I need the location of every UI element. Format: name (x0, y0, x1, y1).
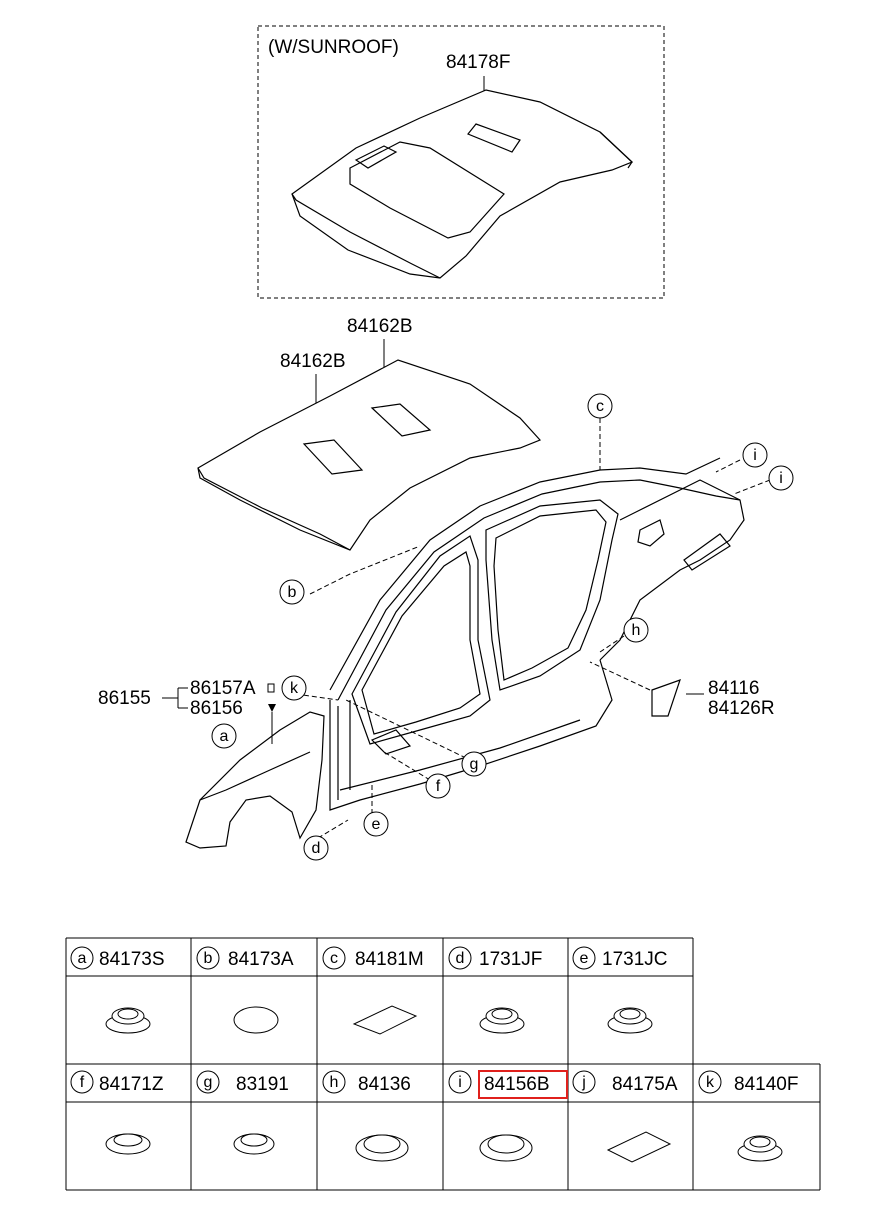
part-label-84162B-top[interactable]: 84162B (347, 316, 413, 337)
svg-text:83191: 83191 (236, 1074, 289, 1095)
svg-text:84156B: 84156B (484, 1074, 550, 1095)
square-patch-icon (352, 1005, 418, 1035)
svg-text:d: d (456, 950, 465, 967)
svg-text:b: b (204, 950, 213, 967)
roof-headliner-drawing (197, 359, 542, 551)
svg-text:1731JC: 1731JC (602, 949, 668, 970)
svg-text:i: i (779, 470, 783, 487)
callout-g[interactable]: g (461, 751, 487, 777)
grommet-icon (233, 1133, 275, 1155)
callout-e[interactable]: e (363, 811, 389, 837)
callout-i-lower[interactable]: i (768, 465, 794, 491)
svg-text:e: e (580, 950, 589, 967)
callout-leaders (295, 418, 771, 839)
svg-text:j: j (581, 1074, 586, 1091)
svg-text:84171Z: 84171Z (99, 1074, 164, 1095)
table-cell-i[interactable]: i 84156B (448, 1070, 568, 1099)
svg-text:h: h (632, 622, 641, 639)
body-side-drawing (185, 457, 745, 849)
square-patch-icon (606, 1131, 672, 1163)
svg-text:k: k (290, 680, 299, 697)
part-label-86157A[interactable]: 86157A (190, 678, 256, 699)
svg-text:84181M: 84181M (355, 949, 424, 970)
part-label-84178F[interactable]: 84178F (446, 52, 510, 73)
svg-text:g: g (470, 756, 479, 773)
callout-b[interactable]: b (279, 579, 305, 605)
table-row-drawings-1 (105, 1005, 653, 1035)
svg-text:f: f (80, 1074, 85, 1091)
table-grid-row2 (66, 1064, 821, 1191)
group-bracket (162, 687, 188, 709)
svg-text:84173S: 84173S (99, 949, 165, 970)
svg-text:84140F: 84140F (734, 1074, 798, 1095)
table-row-drawings-2 (105, 1131, 783, 1163)
grommet-icon (355, 1134, 409, 1162)
callout-i-upper[interactable]: i (742, 442, 768, 468)
grommet-icon (479, 1134, 533, 1162)
part-label-84116[interactable]: 84116 (708, 678, 759, 699)
svg-text:i: i (753, 447, 757, 464)
table-cell-e[interactable]: e 1731JC (572, 946, 668, 970)
svg-text:g: g (204, 1074, 213, 1091)
svg-text:a: a (78, 950, 87, 967)
svg-text:e: e (372, 816, 381, 833)
grommet-icon (105, 1133, 151, 1155)
grommet-icon (479, 1007, 525, 1034)
table-cell-d[interactable]: d 1731JF (448, 946, 542, 970)
svg-text:k: k (706, 1074, 715, 1091)
oval-patch-icon (233, 1006, 279, 1034)
table-row: f 84171Z g 83191 h 84136 i 84156B j 8417… (70, 1070, 798, 1099)
parts-table (65, 937, 821, 1191)
svg-text:1731JF: 1731JF (479, 949, 542, 970)
svg-text:d: d (312, 840, 321, 857)
grommet-icon (607, 1007, 653, 1034)
sunroof-section: (W/SUNROOF) 84178F (257, 25, 665, 299)
callout-d[interactable]: d (303, 835, 329, 861)
part-label-86156[interactable]: 86156 (190, 698, 243, 719)
table-cell-h[interactable]: h 84136 (322, 1070, 411, 1095)
table-cell-j[interactable]: j 84175A (572, 1070, 678, 1095)
sunroof-dashed-box (257, 25, 665, 299)
svg-text:84175A: 84175A (612, 1074, 678, 1095)
svg-text:a: a (220, 728, 229, 745)
callout-c[interactable]: c (587, 393, 613, 419)
table-cell-f[interactable]: f 84171Z (70, 1070, 164, 1095)
svg-text:c: c (330, 950, 338, 967)
table-cell-c[interactable]: c 84181M (322, 946, 424, 970)
roof-headliner-section: 84162B 84162B (197, 316, 542, 551)
table-row: a 84173S b 84173A c 84181M d 1731JF e 17… (70, 946, 668, 970)
svg-text:84136: 84136 (358, 1074, 411, 1095)
svg-text:b: b (288, 584, 297, 601)
callout-f[interactable]: f (425, 773, 451, 799)
grommet-icon (105, 1007, 151, 1034)
table-cell-g[interactable]: g 83191 (196, 1070, 289, 1095)
part-label-86155[interactable]: 86155 (98, 688, 151, 709)
svg-text:c: c (596, 398, 604, 415)
part-label-84126R[interactable]: 84126R (708, 698, 775, 719)
callout-h[interactable]: h (623, 617, 649, 643)
svg-text:h: h (330, 1074, 339, 1091)
table-grid-row1 (65, 937, 820, 1190)
callout-k[interactable]: k (281, 675, 307, 701)
svg-text:f: f (436, 778, 441, 795)
svg-text:84173A: 84173A (228, 949, 294, 970)
part-label-84162B-left[interactable]: 84162B (280, 351, 346, 372)
sunroof-title: (W/SUNROOF) (268, 37, 399, 58)
grommet-icon (737, 1135, 783, 1162)
highlight-box (478, 1070, 568, 1099)
fender-group-labels: 86155 86157A 86156 (98, 678, 276, 744)
table-cell-b[interactable]: b 84173A (196, 946, 294, 970)
screw-icon (268, 704, 276, 712)
clip-icon (267, 683, 275, 693)
table-cell-a[interactable]: a 84173S (70, 946, 165, 970)
sunroof-headliner-drawing (291, 89, 634, 279)
rear-part-labels: 84116 84126R (686, 678, 775, 719)
callout-a[interactable]: a (211, 723, 237, 749)
table-cell-k[interactable]: k 84140F (698, 1070, 798, 1095)
svg-text:i: i (458, 1074, 462, 1091)
